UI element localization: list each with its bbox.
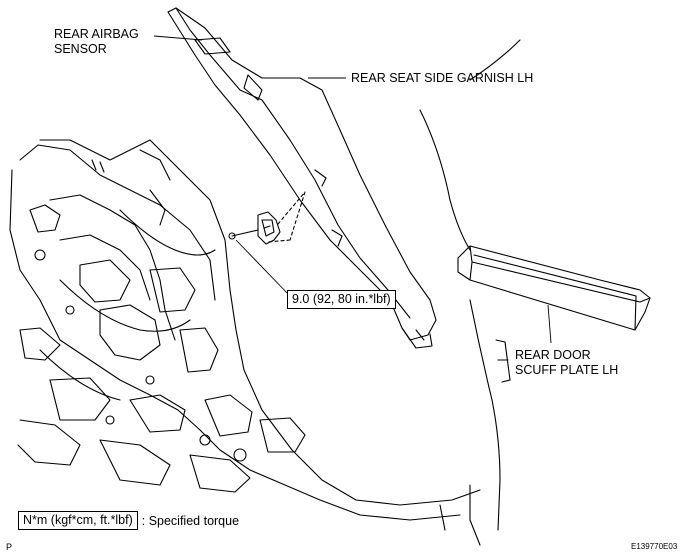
rear-seat-side-garnish-shape <box>167 7 437 349</box>
quarter-panel-outline <box>419 39 521 546</box>
leader-lines <box>153 35 552 344</box>
vehicle-body-structure <box>9 139 481 521</box>
corner-mark: P <box>6 542 13 552</box>
rear-door-scuff-plate-label: REAR DOOR SCUFF PLATE LH <box>515 348 618 378</box>
figure-code: E139770E03 <box>631 542 678 551</box>
torque-callout: 9.0 (92, 80 in.*lbf) <box>287 290 396 309</box>
rear-door-scuff-plate-shape <box>457 245 651 331</box>
rear-airbag-sensor-label-line2: SENSOR <box>54 42 107 56</box>
rear-door-scuff-plate-label-line2: SCUFF PLATE LH <box>515 363 619 377</box>
rear-airbag-sensor-label-line1: REAR AIRBAG <box>54 27 139 41</box>
rear-door-scuff-plate-label-line1: REAR DOOR <box>515 348 591 362</box>
torque-legend-description: : Specified torque <box>141 513 240 528</box>
torque-unit-box: N*m (kgf*cm, ft.*lbf) <box>18 511 138 530</box>
torque-legend: N*m (kgf*cm, ft.*lbf) : Specified torque <box>18 511 239 530</box>
rear-airbag-sensor-shape <box>228 211 281 245</box>
installation-guide-lines <box>267 191 306 243</box>
rear-seat-side-garnish-label: REAR SEAT SIDE GARNISH LH <box>351 71 534 85</box>
rear-airbag-sensor-label: REAR AIRBAG SENSOR <box>54 27 139 57</box>
